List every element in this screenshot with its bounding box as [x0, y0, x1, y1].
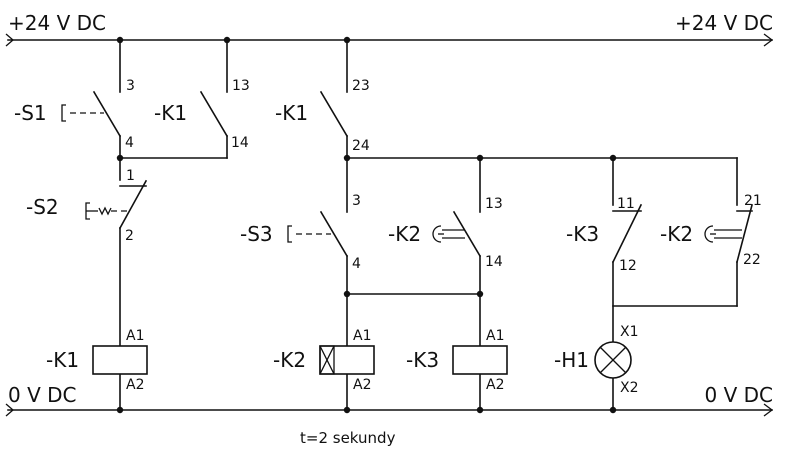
term-s3-top: 3: [352, 193, 361, 209]
s2-pushbutton: [85, 179, 148, 230]
lamp-h1: [594, 341, 632, 379]
label-k2-no: -K2: [388, 222, 421, 246]
term-k3c-a2: A2: [486, 377, 504, 393]
rail-label-bottom-left: 0 V DC: [8, 383, 77, 407]
k2-timed-nc-contact: [704, 204, 753, 263]
timer-note: t=2 sekundy: [300, 429, 396, 447]
term-k1c-a1: A1: [126, 328, 144, 344]
term-h1-x2: X2: [620, 380, 639, 396]
term-s1-top: 3: [126, 78, 135, 94]
term-k1s-bot: 14: [231, 135, 249, 151]
label-k1-hold: -K1: [154, 101, 187, 125]
term-s1-bot: 4: [125, 135, 134, 151]
label-k2-coil: -K2: [273, 348, 306, 372]
term-k1m-top: 23: [352, 78, 370, 94]
k2-timed-no-contact: [432, 210, 482, 258]
term-k2no-bot: 14: [485, 254, 503, 270]
term-k3nc-bot: 12: [619, 258, 637, 274]
term-k3c-a1: A1: [486, 328, 504, 344]
term-k3nc-top: 11: [617, 196, 635, 212]
k1-main-contact: [319, 90, 349, 138]
rail-label-bottom-right: 0 V DC: [705, 383, 774, 407]
term-k1m-bot: 24: [352, 138, 370, 154]
term-k2nc-bot: 22: [743, 252, 761, 268]
top-rail: [5, 33, 774, 47]
k3-nc-contact: [611, 203, 643, 264]
term-k2no-top: 13: [485, 196, 503, 212]
k2-coil: [319, 345, 375, 375]
rail-label-top-left: +24 V DC: [8, 11, 106, 35]
term-k2c-a2: A2: [353, 377, 371, 393]
label-s3: -S3: [240, 222, 273, 246]
label-h1: -H1: [554, 348, 589, 372]
rung-2-wiring: [346, 39, 738, 411]
term-k1s-top: 13: [232, 78, 250, 94]
term-s3-bot: 4: [352, 256, 361, 272]
label-k2-nc: -K2: [660, 222, 693, 246]
term-k2nc-top: 21: [744, 193, 762, 209]
k1-coil: [92, 345, 148, 375]
rung-3-wiring: [612, 157, 738, 411]
label-k3-coil: -K3: [406, 348, 439, 372]
rail-label-top-right: +24 V DC: [675, 11, 773, 35]
term-k2c-a1: A1: [353, 328, 371, 344]
bottom-rail: [5, 403, 774, 417]
s1-pushbutton: [61, 90, 122, 138]
k3-coil: [452, 345, 508, 375]
label-k3-nc: -K3: [566, 222, 599, 246]
term-h1-x1: X1: [620, 324, 639, 340]
label-k1-coil: -K1: [46, 348, 79, 372]
term-s2-top: 1: [126, 168, 135, 184]
s3-pushbutton: [287, 210, 349, 258]
k1-hold-contact: [199, 90, 229, 138]
junction-dots: [116, 36, 617, 414]
term-k1c-a2: A2: [126, 377, 144, 393]
label-k1-main: -K1: [275, 101, 308, 125]
label-s2: -S2: [26, 195, 59, 219]
term-s2-bot: 2: [125, 228, 134, 244]
label-s1: -S1: [14, 101, 47, 125]
